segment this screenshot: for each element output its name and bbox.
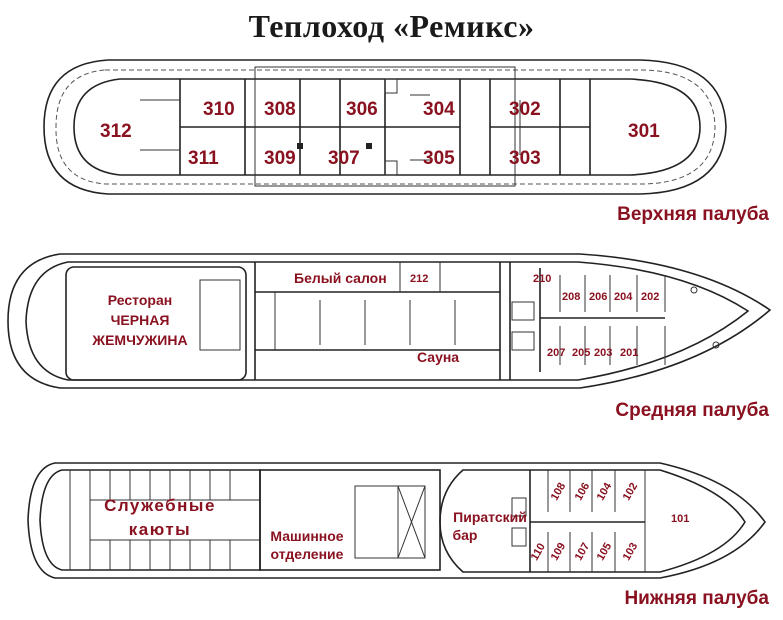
- cabin-311: 311: [188, 148, 219, 169]
- cabin-210: 210: [533, 273, 551, 285]
- cabin-104: 104: [595, 480, 615, 503]
- upper-deck-cabins: 301 302 303 304 305 306 307 308 309 310 …: [100, 99, 660, 169]
- cabin-201: 201: [620, 347, 638, 359]
- cabin-202: 202: [641, 291, 659, 303]
- restaurant-label-line3: ЖЕМЧУЖИНА: [91, 332, 187, 348]
- cabin-312: 312: [100, 121, 132, 142]
- cabin-106: 106: [573, 481, 593, 503]
- cabin-310: 310: [203, 99, 235, 120]
- lower-deck-outline: [27, 462, 766, 579]
- cabin-302: 302: [509, 99, 541, 120]
- cabin-208: 208: [562, 291, 580, 303]
- cabin-303: 303: [509, 148, 541, 169]
- cabin-206: 206: [589, 291, 607, 303]
- cabin-110: 110: [529, 541, 548, 562]
- middle-deck-zones: Ресторан ЧЕРНАЯ ЖЕМЧУЖИНА Белый салон Са…: [91, 270, 459, 365]
- middle-deck-label: Средняя палуба: [615, 400, 769, 421]
- middle-deck-outline: [7, 253, 772, 389]
- crew-cabins-label-line1: Служебные: [104, 496, 216, 515]
- restaurant-label-line1: Ресторан: [108, 292, 172, 308]
- cabin-101: 101: [671, 513, 689, 525]
- sauna-label: Сауна: [417, 349, 459, 365]
- cabin-308: 308: [264, 99, 296, 120]
- cabin-305: 305: [423, 148, 455, 169]
- middle-deck-cabins: 212 210 208 206 204 202 207 205 203 201: [410, 273, 659, 359]
- engine-room-label-line2: отделение: [271, 546, 344, 562]
- cabin-307: 307: [328, 148, 360, 169]
- pirate-bar-label-line1: Пиратский: [453, 509, 527, 525]
- page-title: Теплоход «Ремикс»: [248, 8, 535, 44]
- cabin-304: 304: [423, 99, 455, 120]
- white-salon-label: Белый салон: [294, 270, 387, 286]
- cabin-205: 205: [572, 347, 590, 359]
- cabin-108: 108: [549, 481, 569, 503]
- cabin-107: 107: [573, 541, 593, 563]
- cabin-203: 203: [594, 347, 612, 359]
- upper-deck-label: Верхняя палуба: [617, 204, 769, 225]
- cabin-102: 102: [621, 481, 641, 503]
- cabin-212: 212: [410, 273, 428, 285]
- cabin-204: 204: [614, 291, 633, 303]
- lower-deck-zones: Служебные каюты Машинное отделение Пират…: [104, 496, 527, 562]
- crew-cabins-label-line2: каюты: [129, 520, 191, 539]
- cabin-103: 103: [621, 541, 641, 563]
- cabin-207: 207: [547, 347, 565, 359]
- engine-room-label-line1: Машинное: [270, 528, 343, 544]
- cabin-109: 109: [549, 541, 569, 563]
- pirate-bar-label-line2: бар: [453, 527, 478, 543]
- lower-deck-label: Нижняя палуба: [624, 588, 769, 609]
- upper-deck-outline: [43, 59, 727, 195]
- cabin-105: 105: [595, 541, 615, 563]
- cabin-309: 309: [264, 148, 296, 169]
- restaurant-label-line2: ЧЕРНАЯ: [111, 312, 170, 328]
- cabin-301: 301: [628, 121, 660, 142]
- cabin-306: 306: [346, 99, 378, 120]
